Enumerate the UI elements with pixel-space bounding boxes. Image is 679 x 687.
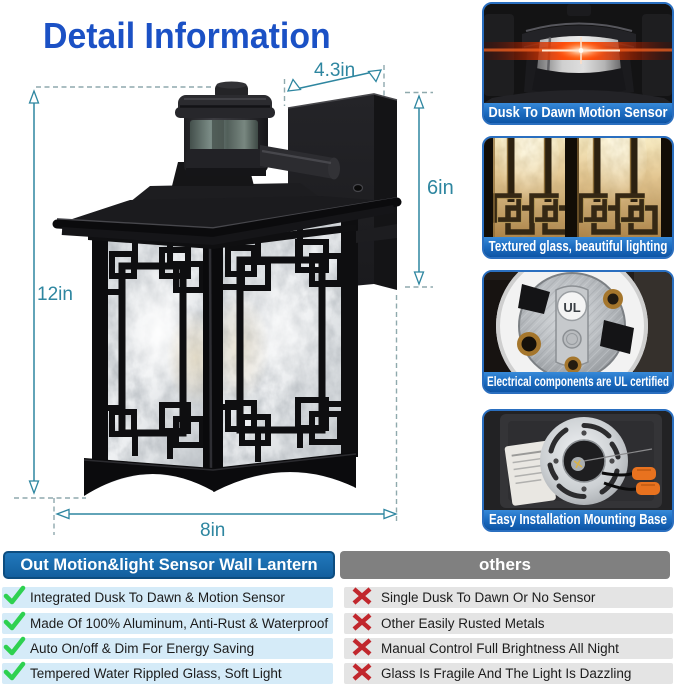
svg-text:12in: 12in: [37, 284, 73, 305]
svg-text:4.3in: 4.3in: [314, 60, 355, 81]
svg-text:UL: UL: [563, 300, 580, 315]
svg-text:6in: 6in: [427, 177, 454, 199]
svg-text:8in: 8in: [200, 520, 225, 541]
